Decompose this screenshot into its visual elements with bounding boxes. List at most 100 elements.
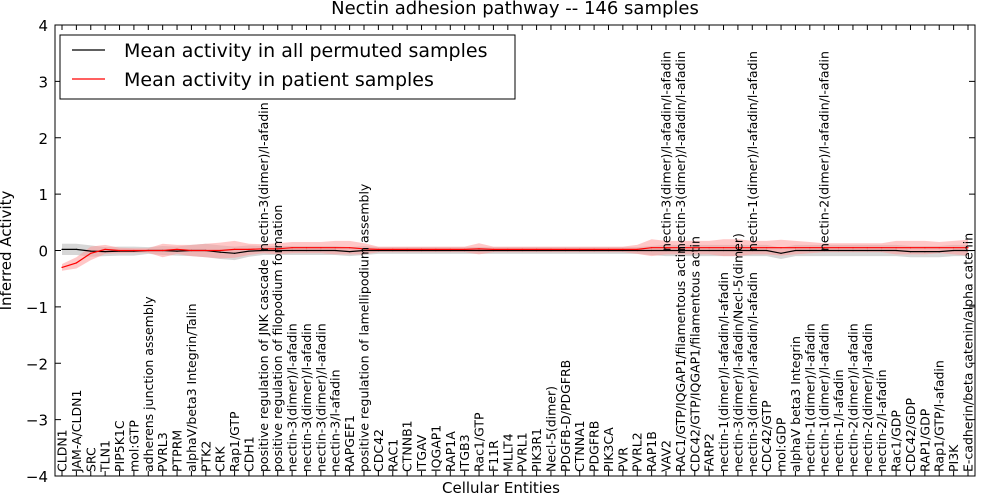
x-tick-label: MLLT4 — [500, 433, 515, 472]
x-tick-label: CDC42 — [371, 429, 386, 472]
x-tick-label: PDGFRB — [587, 421, 602, 472]
chart-title: Nectin adhesion pathway -- 146 samples — [331, 0, 699, 19]
x-tick-label: Rap1/GTP/l-afadin — [932, 360, 947, 472]
point-series-0-33 — [536, 249, 538, 252]
point-series-1-63 — [967, 247, 969, 249]
point-series-0-17 — [305, 249, 308, 252]
point-series-0-15 — [277, 249, 279, 252]
point-series-1-61 — [938, 247, 940, 249]
point-series-0-39 — [622, 249, 624, 252]
point-series-0-13 — [248, 250, 250, 252]
x-tick-label: PVRL1 — [515, 432, 530, 472]
x-tick-label: JAM-A/CLDN1 — [69, 390, 84, 473]
x-tick-label: nectin-1/l-afadin — [831, 370, 846, 473]
x-tick-label: FARP2 — [702, 433, 717, 472]
point-series-1-58 — [895, 247, 897, 249]
point-series-0-34 — [550, 249, 552, 252]
point-series-0-29 — [478, 249, 480, 252]
x-tick-label: CTNNA1 — [572, 420, 587, 472]
x-tick-label: RAC1/GTP/IQGAP1/filamentous actin — [673, 246, 688, 472]
x-tick-label: PVRL3 — [155, 432, 170, 472]
point-series-0-37 — [593, 249, 595, 252]
point-series-0-40 — [636, 249, 638, 252]
point-series-0-24 — [406, 249, 408, 252]
point-series-0-53 — [823, 249, 825, 252]
x-tick-label: TLN1 — [98, 440, 113, 473]
point-series-0-38 — [607, 249, 610, 252]
x-tick-label: RAPGEF1 — [342, 415, 357, 472]
point-series-1-42 — [665, 247, 667, 249]
confidence-bands — [62, 239, 968, 271]
point-series-0-8 — [176, 250, 178, 252]
point-series-0-61 — [938, 251, 940, 253]
point-series-0-31 — [507, 249, 509, 252]
x-tick-label: Rac1/GDP — [889, 410, 904, 472]
point-series-1-49 — [766, 247, 768, 249]
x-tick-label: CRK — [213, 446, 228, 472]
point-series-0-3 — [104, 251, 106, 253]
point-series-1-21 — [363, 248, 365, 250]
series-lines — [61, 247, 969, 268]
point-series-1-2 — [90, 252, 92, 254]
point-series-1-41 — [651, 247, 653, 249]
x-tick-label: E-cadherin/beta catenin/alpha catenin — [961, 233, 976, 472]
point-series-0-20 — [349, 251, 351, 253]
point-series-0-52 — [809, 249, 811, 252]
point-series-1-7 — [162, 249, 164, 252]
point-series-0-11 — [219, 251, 221, 253]
point-series-0-28 — [464, 249, 466, 252]
x-tick-label: Rap1/GTP — [227, 411, 242, 472]
line-series-1 — [61, 247, 968, 268]
point-series-0-54 — [838, 249, 840, 252]
point-series-0-18 — [320, 249, 322, 252]
point-series-1-18 — [320, 247, 322, 249]
point-series-0-58 — [895, 249, 897, 252]
point-series-1-30 — [492, 248, 494, 250]
x-tick-label: positive regulation of filopodium format… — [270, 205, 285, 472]
point-series-1-13 — [248, 248, 250, 250]
point-series-0-62 — [953, 249, 955, 252]
point-series-1-17 — [305, 247, 308, 249]
point-series-0-49 — [766, 249, 768, 252]
point-series-1-16 — [291, 247, 293, 249]
x-tick-label: SRC — [83, 447, 98, 472]
legend-box — [59, 34, 516, 100]
point-series-1-51 — [794, 247, 797, 249]
x-tick-label: alphaV beta3 Integrin — [788, 336, 803, 472]
y-tick-label-8: −4 — [26, 468, 48, 486]
point-series-1-55 — [852, 247, 854, 249]
point-series-1-26 — [435, 248, 437, 250]
point-series-1-50 — [780, 247, 782, 249]
point-series-0-47 — [737, 249, 739, 252]
x-tick-label: RAP1A — [443, 431, 458, 472]
point-series-1-57 — [881, 247, 883, 249]
point-series-1-9 — [190, 249, 192, 252]
point-series-1-19 — [334, 247, 336, 249]
y-tick-label-5: −1 — [26, 299, 48, 317]
point-series-0-55 — [852, 249, 854, 252]
point-series-1-52 — [809, 247, 811, 249]
point-series-0-0 — [61, 248, 63, 250]
x-tick-label: CLDN1 — [55, 429, 70, 472]
point-series-1-14 — [262, 248, 264, 250]
point-series-1-32 — [521, 248, 523, 250]
point-series-0-43 — [679, 249, 682, 252]
x-tick-label: positive regulation of lamellipodium ass… — [357, 183, 372, 472]
y-axis-label: Inferred Activity — [0, 190, 15, 310]
point-series-0-60 — [924, 251, 926, 253]
x-tick-label: F11R — [486, 440, 501, 472]
point-series-0-35 — [564, 249, 566, 252]
x-tick-label: adherens junction assembly — [141, 296, 156, 472]
x-tick-label: ITGAV — [414, 434, 429, 472]
point-series-0-51 — [794, 249, 797, 252]
x-tick-label: alphaV/beta3 Integrin/Talin — [184, 304, 199, 473]
upper-entity-label-1: nectin-3(dimer)/l-afadin/l-afadin — [659, 51, 674, 251]
x-tick-label: Necl-5(dimer) — [544, 386, 559, 472]
x-tick-label: PTPRM — [170, 430, 185, 472]
point-series-0-59 — [909, 251, 912, 253]
x-tick-label: nectin-2(dimer)/l-afadin — [860, 323, 875, 472]
x-tick-label: RAP1/GDP — [917, 408, 932, 472]
x-tick-label: PTK2 — [198, 441, 213, 472]
